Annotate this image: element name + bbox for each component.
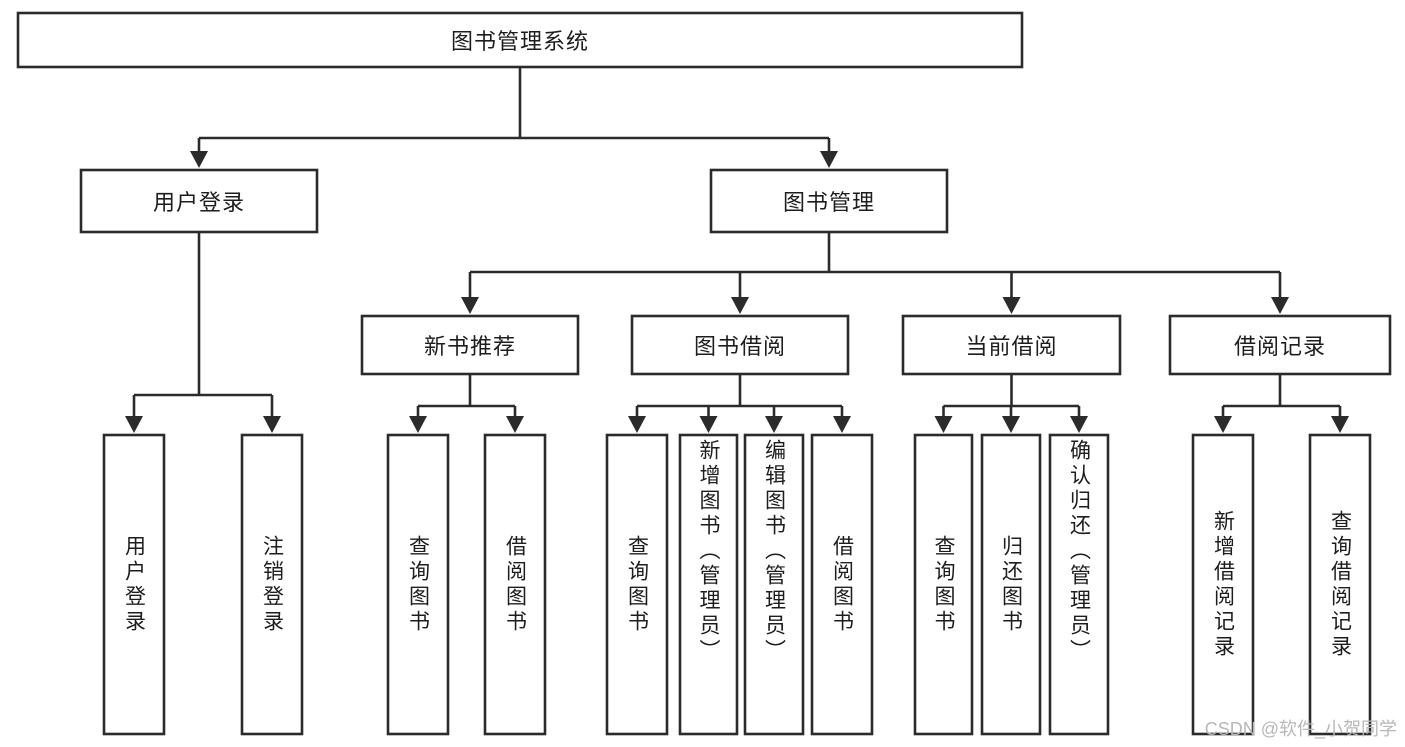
watermark: CSDN @软件_小贺同学 (1204, 719, 1397, 739)
node-box-leaf-return-book (980, 433, 1042, 736)
arrow-head-icon-root-0 (190, 151, 208, 168)
arrow-head-icon-current-borrow-2 (1070, 416, 1088, 433)
arrow-head-icon-user-login-0 (125, 416, 143, 433)
arrow-head-icon-book-management-0 (461, 297, 479, 314)
node-box-root (16, 11, 1024, 69)
node-box-new-book-recommend (360, 314, 580, 376)
arrow-head-icon-new-book-recommend-0 (409, 416, 427, 433)
arrow-head-icon-new-book-recommend-1 (506, 416, 524, 433)
arrow-head-icon-current-borrow-1 (1002, 416, 1020, 433)
arrow-head-icon-book-management-1 (731, 297, 749, 314)
arrow-head-icon-book-management-3 (1271, 297, 1289, 314)
arrow-head-icon-book-borrow-2 (765, 416, 783, 433)
node-box-current-borrow (901, 314, 1122, 376)
node-box-leaf-user-login (102, 433, 166, 736)
node-box-borrow-record (1168, 314, 1392, 376)
node-box-leaf-borrow-book-recommend (483, 433, 547, 736)
arrow-head-icon-current-borrow-0 (934, 416, 953, 433)
node-box-leaf-user-logout (240, 433, 304, 736)
node-box-leaf-query-borrow-record (1308, 433, 1372, 736)
node-box-leaf-edit-book-admin (743, 433, 805, 736)
arrow-head-icon-book-borrow-0 (628, 416, 646, 433)
arrow-head-icon-borrow-record-1 (1331, 416, 1349, 433)
node-box-user-login (79, 168, 319, 234)
node-box-leaf-add-book-admin (678, 433, 739, 736)
arrow-head-icon-borrow-record-0 (1214, 416, 1232, 433)
arrow-head-icon-root-1 (820, 151, 838, 168)
node-box-leaf-query-book-borrow (605, 433, 669, 736)
node-box-leaf-query-book-current (913, 433, 974, 736)
node-box-book-management (709, 168, 949, 234)
arrow-head-icon-book-management-2 (1002, 297, 1021, 314)
connector-layer (125, 67, 1349, 433)
node-box-book-borrow (630, 314, 850, 376)
arrow-head-icon-book-borrow-3 (833, 416, 851, 433)
node-box-leaf-borrow-book (810, 433, 874, 736)
node-box-leaf-add-borrow-record (1191, 433, 1255, 736)
arrow-head-icon-user-login-1 (263, 416, 281, 433)
node-box-leaf-confirm-return-admin (1048, 433, 1110, 736)
node-box-layer (16, 11, 1392, 736)
arrow-head-icon-book-borrow-1 (699, 416, 718, 433)
node-box-leaf-query-book-recommend (386, 433, 450, 736)
